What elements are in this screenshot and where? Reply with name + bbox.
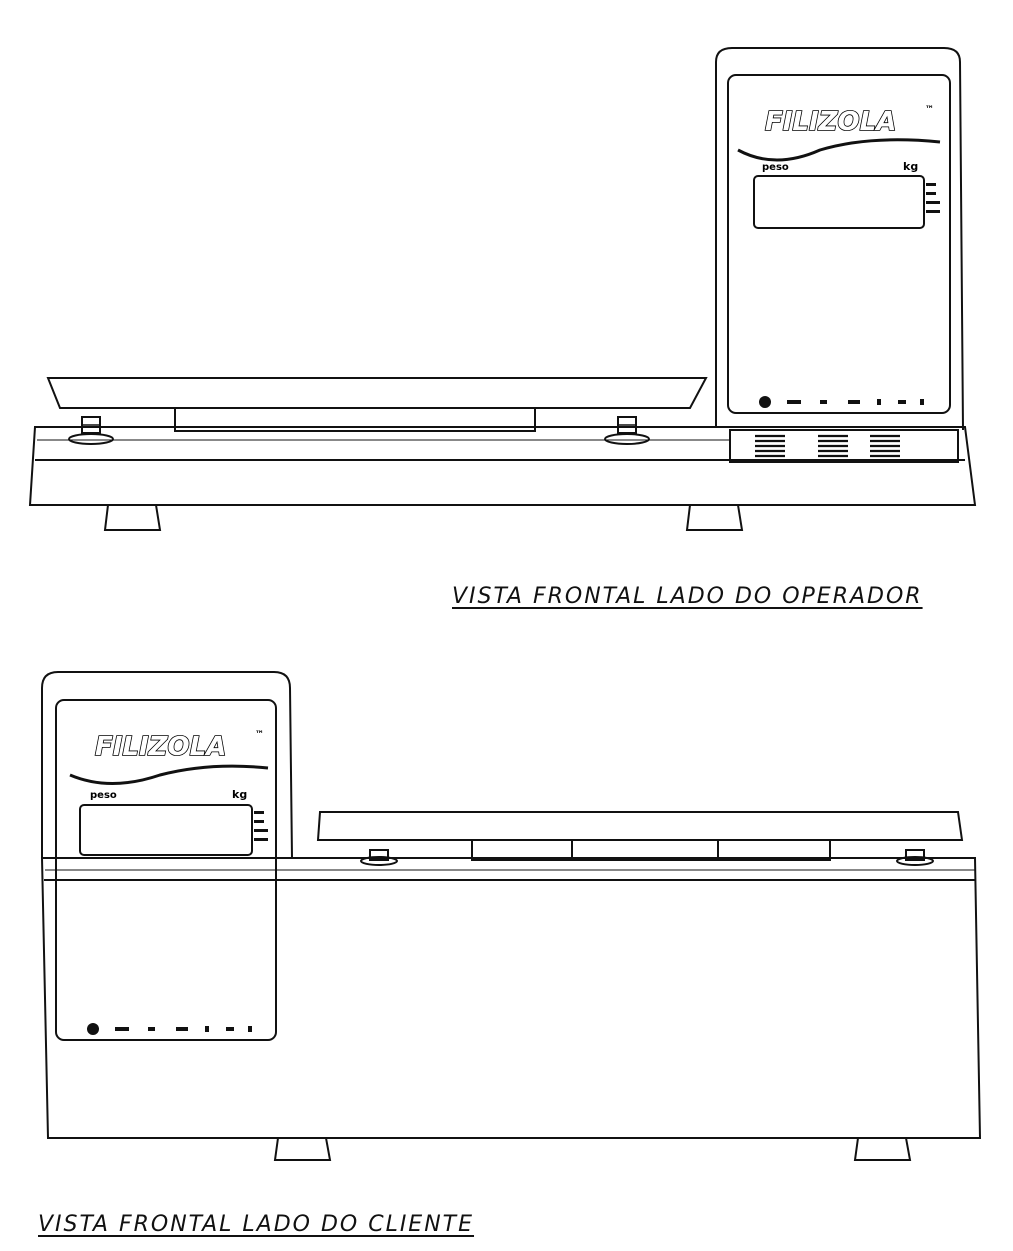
operator-display-tower xyxy=(715,47,964,431)
operator-keypad-row xyxy=(759,396,924,408)
operator-platter-support xyxy=(174,407,536,432)
client-lcd-window xyxy=(79,804,253,856)
client-bolt-right xyxy=(896,849,934,866)
client-display-panel xyxy=(55,699,277,1041)
operator-lcd-window xyxy=(753,175,925,229)
client-keypad-row xyxy=(87,1023,252,1035)
client-indicator-marks xyxy=(254,811,268,841)
client-power-button xyxy=(87,1023,99,1035)
operator-foot-right xyxy=(685,504,744,531)
client-foot-right xyxy=(853,1137,912,1161)
operator-bolt-right xyxy=(604,416,650,445)
client-logo-swoosh xyxy=(69,764,269,785)
operator-power-button xyxy=(759,396,771,408)
operator-platter xyxy=(46,377,708,409)
operator-trademark: ™ xyxy=(925,105,934,115)
operator-logo-swoosh xyxy=(737,138,941,162)
client-platter xyxy=(316,811,964,841)
operator-base xyxy=(28,426,977,506)
client-unit-label: kg xyxy=(232,788,247,801)
operator-indicator-marks xyxy=(926,183,940,213)
client-side-scale: FILIZOLA ™ peso kg xyxy=(40,671,982,1161)
client-weight-label: peso xyxy=(90,790,117,801)
client-bolt-left xyxy=(360,849,398,866)
client-foot-left xyxy=(273,1137,332,1161)
operator-foot-left xyxy=(103,504,162,531)
client-platter-supports xyxy=(471,839,831,861)
operator-brand-logo: FILIZOLA xyxy=(765,107,896,137)
client-trademark: ™ xyxy=(255,730,264,740)
operator-display-panel xyxy=(727,74,951,414)
client-brand-logo: FILIZOLA xyxy=(95,732,226,762)
operator-weight-label: peso xyxy=(762,162,789,173)
operator-view-caption: VISTA FRONTAL LADO DO OPERADOR xyxy=(452,584,923,609)
client-view-caption: VISTA FRONTAL LADO DO CLIENTE xyxy=(38,1212,475,1237)
operator-vent-grille xyxy=(729,429,959,463)
operator-unit-label: kg xyxy=(903,160,918,173)
operator-side-scale: FILIZOLA ™ peso kg xyxy=(28,47,977,531)
client-display-tower xyxy=(41,671,293,859)
client-base xyxy=(40,857,982,1139)
operator-bolt-left xyxy=(68,416,114,445)
